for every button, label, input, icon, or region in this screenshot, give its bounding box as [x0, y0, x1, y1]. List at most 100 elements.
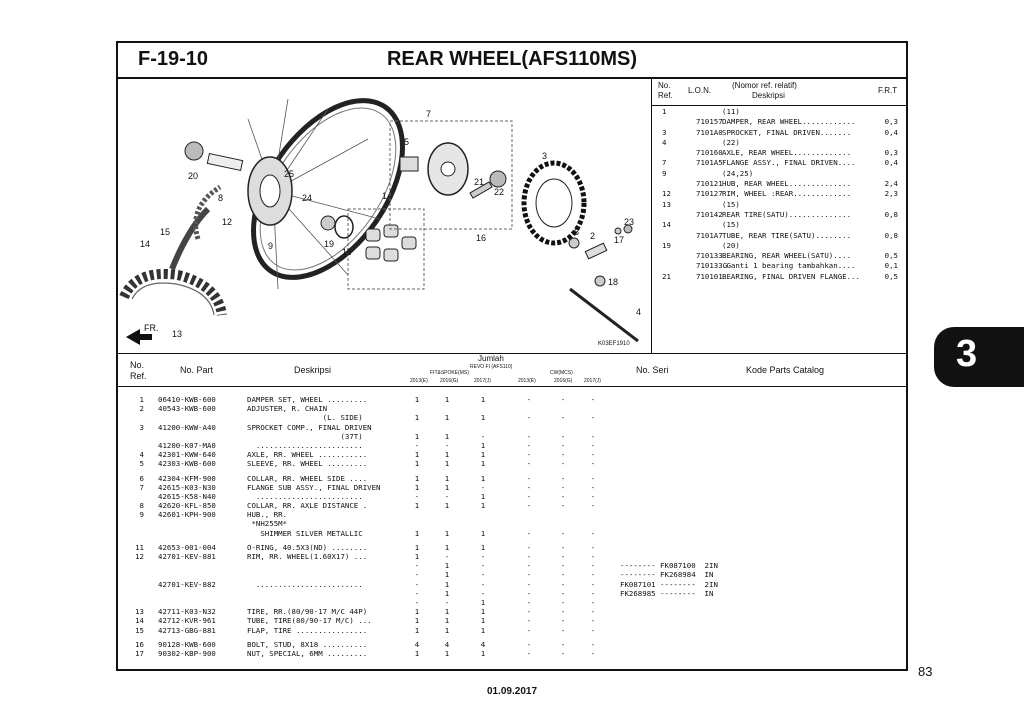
- cell-qty: -: [590, 528, 596, 538]
- tire-inner-line: [131, 282, 215, 316]
- cell-qty: -: [414, 579, 420, 589]
- ref-cell-desc: RIM, WHEEL :REAR.............: [722, 189, 852, 199]
- section-tab-number: 3: [956, 333, 978, 375]
- ref-cell-lon: 7101A7: [696, 230, 723, 240]
- cell-qty: 4: [444, 639, 450, 649]
- cell-qty: -: [560, 607, 566, 617]
- col-revo-fi: REVO FI (AFS110): [470, 364, 513, 370]
- cell-qty: -: [480, 552, 486, 561]
- cell-part-number: 42701-KEV-881: [158, 552, 216, 561]
- cell-qty: -: [590, 440, 596, 450]
- cell-no-ref: 16: [135, 639, 144, 649]
- cell-qty: 1: [414, 482, 420, 492]
- callout-5: 5: [404, 137, 409, 147]
- cell-qty: -: [590, 570, 596, 580]
- table-row: -1------------ FK087100 2IN: [118, 561, 906, 570]
- cell-description: (L. SIDE): [247, 413, 363, 423]
- ref-col-desc-2: Deskripsi: [752, 91, 785, 100]
- cell-description: DAMPER SET, WHEEL .........: [247, 395, 368, 404]
- callout-3: 3: [542, 151, 547, 161]
- cell-description: O-RING, 40.5X3(ND) ........: [247, 542, 368, 552]
- cell-qty: -: [560, 561, 566, 571]
- callout-19: 19: [324, 239, 334, 249]
- cell-no-ref: 8: [139, 501, 144, 511]
- col-year-1: 2013(E): [410, 378, 428, 384]
- cell-qty: 1: [414, 431, 420, 441]
- cell-serial: -------- FK087100 2IN: [620, 561, 718, 571]
- cell-qty: -: [526, 440, 532, 450]
- cell-qty: -: [590, 482, 596, 492]
- ref-cell-frt: 0,1: [884, 261, 898, 271]
- nut-17: [614, 227, 622, 235]
- callout-7: 7: [426, 109, 431, 119]
- ref-cell-frt: 2,4: [884, 179, 898, 189]
- cell-qty: 1: [480, 616, 486, 626]
- cell-qty: -: [560, 491, 566, 501]
- ref-cell-desc: (20): [722, 240, 740, 250]
- cell-qty: -: [526, 639, 532, 649]
- ref-cell-frt: 0,4: [884, 127, 898, 137]
- cell-qty: 1: [444, 616, 450, 626]
- cell-no-ref: 2: [139, 404, 144, 414]
- cell-qty: 1: [444, 607, 450, 617]
- cell-qty: -: [526, 552, 532, 561]
- ref-col-no-1: No.: [658, 81, 671, 90]
- cell-part-number: 90128-KWB-600: [158, 639, 216, 649]
- cell-part-number: 42701-KEV-882: [158, 579, 216, 589]
- cell-qty: -: [560, 570, 566, 580]
- callout-16: 16: [476, 233, 486, 243]
- cell-qty: -: [444, 491, 450, 501]
- ref-cell-desc: .Ganti 1 bearing tambahkan....: [722, 261, 856, 271]
- callout-20: 20: [188, 171, 198, 181]
- cell-description: ADJUSTER, R. CHAIN: [247, 404, 328, 414]
- ref-cell-frt: 0,3: [884, 148, 898, 158]
- cell-qty: 1: [414, 395, 420, 404]
- ref-cell-lon: 7101A5: [696, 158, 723, 168]
- cell-qty: -: [590, 579, 596, 589]
- ref-cell-no: 21: [662, 271, 671, 281]
- callout-17: 17: [614, 235, 624, 245]
- cell-part-number: 06410-KWB-600: [158, 395, 216, 404]
- sleeve-shape: [206, 152, 244, 172]
- cell-qty: 4: [414, 639, 420, 649]
- cell-qty: -: [414, 570, 420, 580]
- cell-qty: -: [560, 459, 566, 469]
- cell-qty: -: [560, 616, 566, 626]
- cell-description: SLEEVE, RR. WHEEL .........: [247, 459, 368, 469]
- col-year-5: 2016(G): [554, 378, 573, 384]
- fr-label: FR.: [144, 323, 159, 333]
- cell-qty: -: [526, 570, 532, 580]
- cell-qty: 1: [414, 501, 420, 511]
- col-deskripsi: Deskripsi: [294, 365, 332, 375]
- cell-qty: -: [526, 450, 532, 460]
- ref-row: 4(22): [652, 138, 908, 148]
- ref-cell-no: 7: [662, 158, 667, 168]
- cell-qty: -: [590, 413, 596, 423]
- ref-cell-lon: 710157: [696, 117, 723, 127]
- ref-row: 710133G.Ganti 1 bearing tambahkan....0,1: [652, 261, 908, 271]
- flap-shape: [193, 184, 222, 240]
- callout-21: 21: [474, 177, 484, 187]
- cell-qty: -: [590, 542, 596, 552]
- cell-qty: 1: [480, 501, 486, 511]
- ref-cell-no: 19: [662, 240, 671, 250]
- cell-qty: -: [560, 395, 566, 404]
- cell-qty: 1: [444, 473, 450, 483]
- damper-blocks: [365, 224, 417, 262]
- ref-cell-lon: 710133: [696, 251, 723, 261]
- cell-qty: 1: [444, 482, 450, 492]
- cell-description: HUB., RR.: [247, 510, 288, 520]
- ref-cell-desc: FLANGE ASSY., FINAL DRIVEN....: [722, 158, 856, 168]
- page-number: 83: [918, 664, 933, 679]
- cell-qty: -: [526, 501, 532, 511]
- cell-no-ref: 7: [139, 482, 144, 492]
- cell-qty: 1: [414, 552, 420, 561]
- damper-box: [347, 208, 425, 290]
